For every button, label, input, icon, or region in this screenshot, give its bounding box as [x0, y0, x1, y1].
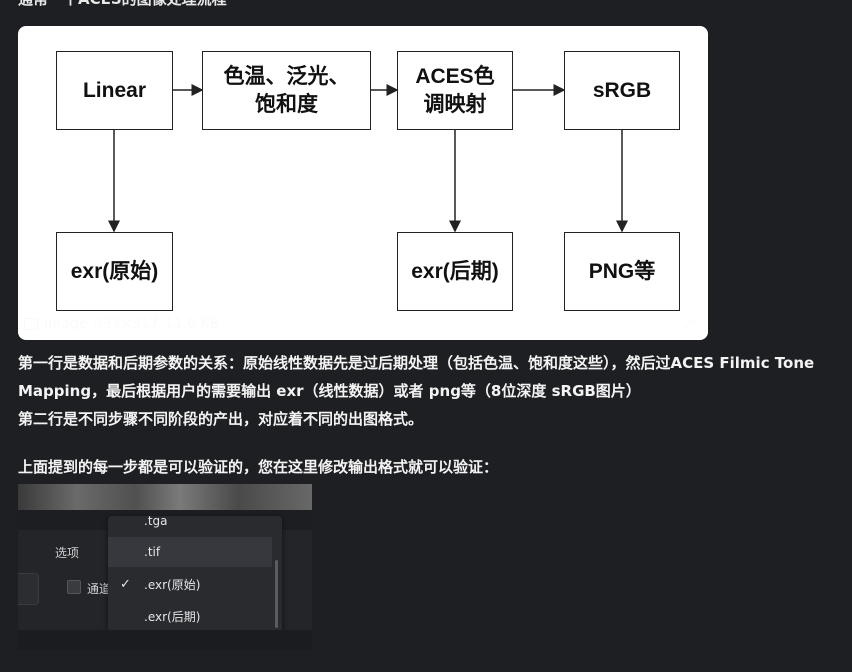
diagram-arrows — [108, 84, 628, 233]
flow-diagram-image: Linear 色温、泛光、 饱和度 ACES色 调映射 sRGB exr(原始)… — [18, 26, 708, 340]
paragraph-3: 上面提到的每一步都是可以验证的，您在这里修改输出格式就可以验证： — [18, 458, 499, 476]
node-exr-post: exr(后期) — [397, 232, 513, 311]
checkbox-label: 通道 — [87, 582, 112, 596]
node-srgb: sRGB — [564, 51, 680, 130]
node-png: PNG等 — [564, 232, 680, 311]
image-label: image — [44, 316, 88, 332]
intro-line: 通常一个ACES的图像处理流程 — [18, 0, 227, 9]
node-aces: ACES色 调映射 — [397, 51, 513, 130]
channel-checkbox[interactable] — [67, 580, 81, 594]
format-screenshot: 选项 通道 .tga .tif ✓ .exr(原始) .exr(后期) — [18, 484, 312, 650]
left-field[interactable] — [18, 573, 39, 605]
node-grade: 色温、泛光、 饱和度 — [202, 51, 371, 130]
image-dims: 693×317 — [93, 316, 159, 332]
image-meta: image 693×317 11.6 KB — [24, 316, 219, 332]
screenshot-bottom-bar — [18, 630, 312, 650]
paragraph-2: 第二行是不同步骤不同阶段的产出，对应着不同的出图格式。 — [18, 410, 424, 428]
option-tif[interactable]: .tif — [108, 537, 272, 567]
option-exr-post[interactable]: .exr(后期) — [144, 609, 201, 624]
dropdown-scrollbar[interactable] — [275, 560, 278, 628]
option-exr-raw[interactable]: ✓ .exr(原始) — [108, 569, 272, 599]
option-exr-raw-label: .exr(原始) — [144, 577, 201, 592]
node-linear: Linear — [56, 51, 173, 130]
image-size: 11.6 KB — [164, 316, 220, 332]
image-icon — [24, 318, 38, 330]
check-icon: ✓ — [120, 576, 131, 592]
screenshot-texture — [18, 484, 312, 510]
expand-icon[interactable]: ⤢ — [684, 316, 696, 332]
option-tga[interactable]: .tga — [144, 514, 168, 528]
paragraph-1-line-2: Mapping，最后根据用户的需要输出 exr（线性数据）或者 png等（8位深… — [18, 382, 641, 400]
paragraph-1-line-1: 第一行是数据和后期参数的关系：原始线性数据先是过后期处理（包括色温、饱和度这些）… — [18, 354, 815, 372]
options-label: 选项 — [55, 546, 80, 560]
node-exr-raw: exr(原始) — [56, 232, 173, 311]
format-dropdown[interactable]: .tga .tif ✓ .exr(原始) .exr(后期) — [108, 514, 282, 634]
